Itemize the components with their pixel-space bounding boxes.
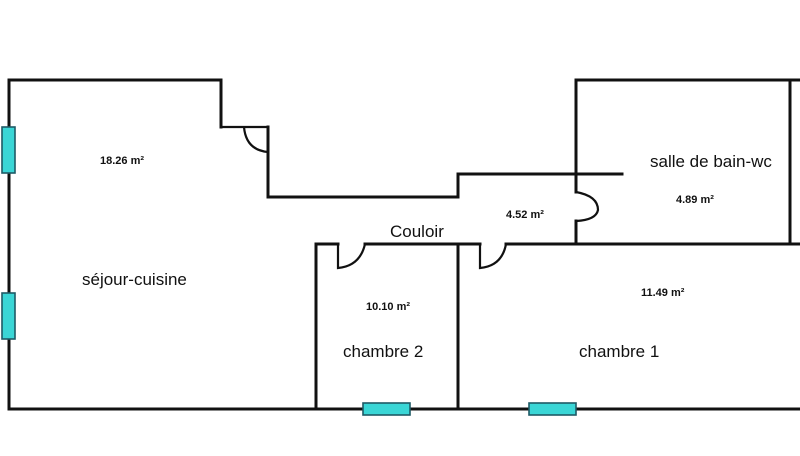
door-chambre1 xyxy=(478,243,508,270)
area-sdb: 4.89 m² xyxy=(676,194,714,206)
area-sejour: 18.26 m² xyxy=(100,155,144,167)
room-sejour-label: séjour-cuisine xyxy=(82,270,187,289)
room-sdb-label: salle de bain-wc xyxy=(650,152,772,171)
window-left-top xyxy=(1,126,16,174)
room-chambre2-label: chambre 2 xyxy=(343,342,423,361)
window-chambre1 xyxy=(528,402,577,416)
area-chambre2: 10.10 m² xyxy=(366,301,410,313)
labels: 18.26 m² séjour-cuisine Couloir 4.52 m² … xyxy=(82,152,772,361)
room-couloir-label: Couloir xyxy=(390,222,444,241)
door-sdb xyxy=(575,190,600,223)
doors xyxy=(221,125,600,270)
window-chambre2 xyxy=(362,402,411,416)
area-chambre1: 11.49 m² xyxy=(641,287,685,299)
window-left-bottom xyxy=(1,292,16,340)
room-chambre1-label: chambre 1 xyxy=(579,342,659,361)
area-couloir: 4.52 m² xyxy=(506,209,544,221)
wall-sejour-outline xyxy=(7,78,800,199)
door-chambre2 xyxy=(336,243,367,270)
door-sejour xyxy=(221,125,269,154)
windows xyxy=(1,126,577,416)
